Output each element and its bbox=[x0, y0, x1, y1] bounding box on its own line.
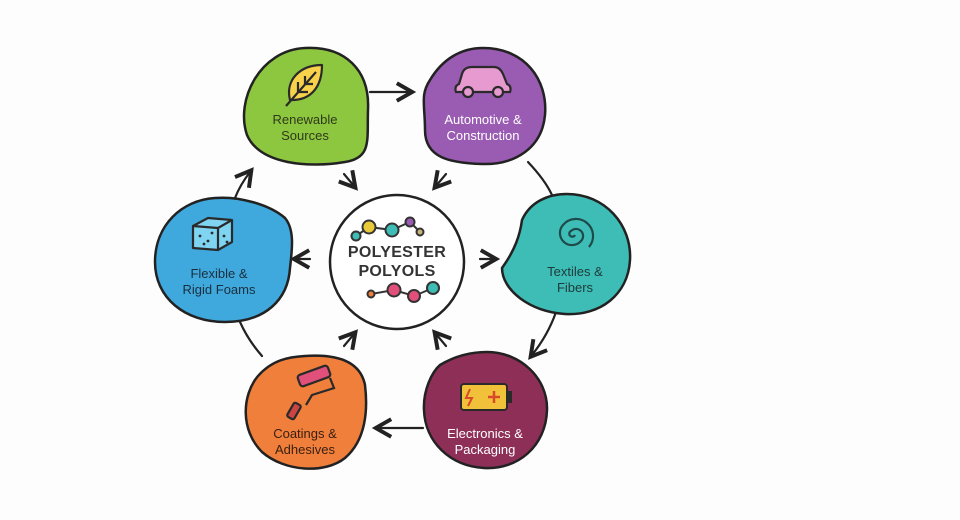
node-textiles-blob bbox=[500, 192, 632, 316]
label-line1: Coatings & bbox=[273, 426, 337, 441]
molecule-icon-top bbox=[350, 216, 425, 242]
arrow-foams-to-renewable bbox=[233, 167, 254, 200]
connector-coatings-to-foams bbox=[238, 320, 264, 358]
label-line1: Electronics & bbox=[447, 426, 523, 441]
label-line2: Sources bbox=[281, 128, 329, 143]
node-coatings-blob bbox=[244, 354, 368, 470]
car-icon bbox=[454, 65, 512, 99]
center-title-line2: POLYOLS bbox=[358, 263, 436, 280]
arrow-coatings-to-center bbox=[338, 329, 358, 351]
label-line2: Rigid Foams bbox=[182, 282, 256, 297]
label-line1: Renewable bbox=[272, 112, 338, 127]
center-title-line1: POLYESTER bbox=[347, 244, 447, 261]
node-automotive-blob bbox=[422, 46, 547, 166]
label-line1: Flexible & bbox=[190, 266, 248, 281]
molecule-icon-bottom bbox=[366, 281, 440, 303]
node-foams-label: Flexible &Rigid Foams bbox=[154, 266, 284, 298]
battery-icon bbox=[460, 383, 512, 411]
node-coatings-label: Coatings &Adhesives bbox=[240, 426, 370, 458]
node-foams-blob bbox=[153, 196, 294, 324]
node-electronics-label: Electronics &Packaging bbox=[420, 426, 550, 458]
label-line1: Automotive & bbox=[444, 112, 522, 127]
node-textiles-label: Textiles &Fibers bbox=[510, 264, 640, 296]
label-line2: Construction bbox=[446, 128, 520, 143]
center-title: POLYESTER POLYOLS bbox=[337, 243, 457, 281]
spiral-icon bbox=[558, 217, 595, 248]
connector-automotive-to-textiles bbox=[526, 160, 554, 197]
label-line2: Adhesives bbox=[275, 442, 335, 457]
node-renewable-blob bbox=[242, 46, 370, 166]
arrow-electronics-to-center bbox=[432, 329, 452, 351]
leaf-icon bbox=[285, 63, 324, 107]
label-line1: Textiles & bbox=[547, 264, 603, 279]
label-line2: Packaging bbox=[454, 442, 516, 457]
arrow-renewable-to-center bbox=[338, 169, 358, 191]
paint-roller-icon bbox=[286, 364, 336, 421]
node-automotive-label: Automotive &Construction bbox=[418, 112, 548, 144]
foam-cube-icon bbox=[191, 216, 234, 252]
label-line2: Fibers bbox=[556, 280, 594, 295]
arrow-automotive-to-center bbox=[432, 169, 452, 191]
arrow-textiles-to-electronics bbox=[528, 310, 558, 360]
